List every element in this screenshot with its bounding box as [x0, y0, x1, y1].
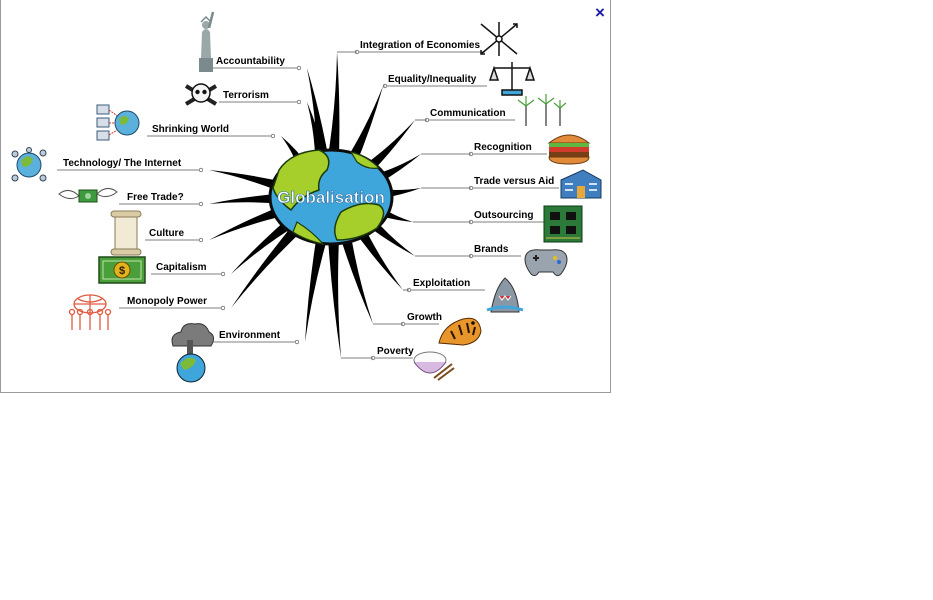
branch-label: Monopoly Power [127, 296, 207, 307]
right-spoke-9 [327, 228, 341, 358]
branch-node [198, 167, 204, 173]
right-branch-1[interactable]: Equality/Inequality [382, 74, 487, 89]
right-spoke-8 [337, 225, 373, 324]
branch-label: Brands [474, 244, 509, 255]
compass-arrows-icon [480, 22, 518, 56]
right-branch-6[interactable]: Brands [468, 244, 521, 259]
branch-label: Recognition [474, 142, 532, 153]
circuit-board-icon [543, 205, 583, 243]
branch-label: Environment [219, 330, 281, 341]
branch-node [198, 237, 204, 243]
right-branch-2[interactable]: Communication [424, 108, 515, 123]
left-spoke-7 [231, 216, 309, 308]
right-branch-3[interactable]: Recognition [468, 142, 547, 157]
globalisation-globe: Globalisation [268, 148, 394, 246]
branch-label: Technology/ The Internet [63, 158, 182, 169]
globe-network-icon [11, 147, 47, 182]
branch-label: Shrinking World [152, 124, 229, 135]
rice-bowl-icon [413, 351, 455, 381]
building-icon [560, 169, 602, 199]
shark-icon [486, 277, 524, 313]
branch-label: Terrorism [223, 90, 269, 101]
left-branch-2[interactable]: Shrinking World [147, 124, 276, 139]
right-branch-7[interactable]: Exploitation [406, 278, 485, 293]
branch-label: Growth [407, 312, 442, 323]
branch-label: Poverty [377, 346, 414, 357]
branch-node [220, 271, 226, 277]
left-branch-5[interactable]: Culture [145, 228, 204, 243]
branch-node [198, 201, 204, 207]
left-branch-4[interactable]: Free Trade? [119, 192, 204, 207]
right-branch-5[interactable]: Outsourcing [468, 210, 545, 225]
skull-crossbones-icon [184, 83, 218, 106]
branch-label: Trade versus Aid [474, 176, 554, 187]
right-branch-8[interactable]: Growth [400, 312, 442, 327]
left-branch-3[interactable]: Technology/ The Internet [57, 158, 204, 173]
right-branch-0[interactable]: Integration of Economies [354, 40, 485, 55]
hamburger-icon [547, 134, 591, 165]
left-spoke-8 [305, 227, 330, 342]
polluted-earth-icon [171, 323, 215, 383]
right-branch-4[interactable]: Trade versus Aid [468, 176, 559, 191]
wind-turbines-icon [517, 94, 567, 126]
branch-node [296, 99, 302, 105]
left-branch-0[interactable]: Accountability [211, 56, 302, 71]
scroll-icon [110, 210, 142, 256]
right-spoke-0 [326, 52, 340, 166]
branch-node [270, 133, 276, 139]
dollar-bill-icon: $ [98, 256, 146, 284]
branch-label: Capitalism [156, 262, 207, 273]
branch-label: Free Trade? [127, 192, 184, 203]
left-branch-7[interactable]: Monopoly Power [119, 296, 226, 311]
game-controller-icon [524, 249, 568, 277]
branch-label: Accountability [216, 56, 285, 67]
branch-label: Culture [149, 228, 184, 239]
networked-computers-globe-icon [96, 104, 140, 141]
svg-text:$: $ [119, 265, 125, 277]
center-title: Globalisation [277, 188, 385, 207]
close-button[interactable]: × [591, 4, 609, 22]
branch-node [220, 305, 226, 311]
right-spoke-1 [342, 86, 383, 171]
branch-label: Communication [430, 108, 506, 119]
left-spoke-0 [307, 68, 330, 167]
branch-node [296, 65, 302, 71]
people-holding-globe-icon [68, 294, 112, 330]
statue-of-liberty-icon [199, 11, 215, 72]
balance-scale-icon [488, 62, 536, 96]
right-branch-9[interactable]: Poverty [370, 346, 414, 361]
branch-label: Integration of Economies [360, 40, 480, 51]
left-branch-8[interactable]: Environment [211, 330, 300, 345]
left-branch-6[interactable]: Capitalism [151, 262, 226, 277]
branch-label: Outsourcing [474, 210, 533, 221]
branch-label: Equality/Inequality [388, 74, 477, 85]
close-icon: × [595, 3, 605, 22]
flying-money-icon [58, 188, 118, 203]
left-branch-1[interactable]: Terrorism [219, 90, 302, 105]
branch-label: Exploitation [413, 278, 470, 289]
tiger-icon [438, 317, 482, 346]
branch-node [294, 339, 300, 345]
